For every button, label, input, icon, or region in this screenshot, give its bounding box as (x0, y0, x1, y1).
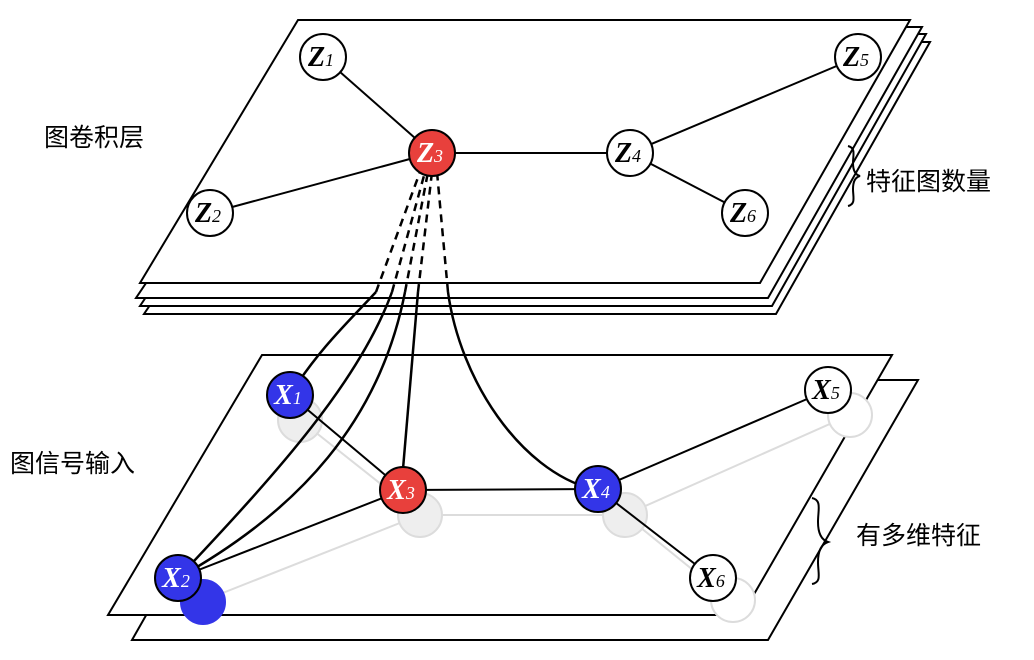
conv-layer-label: 图卷积层 (44, 123, 145, 152)
node-label: Z1 (307, 42, 334, 73)
node-subscript: 4 (632, 146, 641, 166)
link-x2-dash-b (403, 171, 430, 293)
top-node-z1: Z1 (299, 33, 347, 81)
node-letter: X (161, 563, 182, 594)
top-node-z5: Z5 (834, 33, 882, 81)
node-letter: X (273, 380, 294, 411)
top-edge-4-5 (629, 56, 859, 154)
node-letter: Z (842, 42, 860, 73)
node-letter: Z (307, 42, 325, 73)
top-edge-1-3 (322, 56, 433, 154)
node-circle (804, 366, 852, 414)
node-label: X5 (811, 375, 840, 406)
node-subscript: 5 (831, 383, 840, 403)
bottom-node-x4: X4 (574, 465, 622, 513)
node-circle (574, 465, 622, 513)
bottom-node-x5: X5 (804, 366, 852, 414)
node-subscript: 2 (212, 206, 221, 226)
top-node-z2: Z2 (186, 189, 234, 237)
node-subscript: 6 (716, 571, 725, 591)
bottom-edge-3-4 (402, 488, 599, 491)
node-label: Z2 (194, 198, 221, 229)
node-subscript: 1 (293, 388, 302, 408)
top-node-z4: Z4 (606, 129, 654, 177)
node-label: Z6 (729, 198, 756, 229)
node-subscript: 3 (433, 146, 443, 166)
input-feature-brace (811, 497, 832, 585)
bottom-edge-4-6 (597, 488, 714, 579)
feature-map-count-label: 特征图数量 (866, 167, 992, 196)
bottom-graph-edges (177, 389, 829, 579)
node-subscript: 3 (405, 483, 415, 503)
conv-plane-1 (138, 19, 912, 284)
node-label: X6 (696, 563, 725, 594)
conv-layer (134, 19, 932, 315)
multi-feature-label: 有多维特征 (856, 521, 982, 550)
node-letter: X (581, 474, 602, 505)
node-circle (408, 129, 456, 177)
node-label: X4 (581, 474, 610, 505)
node-circle (379, 466, 427, 514)
link-x2-solid-b (177, 291, 407, 580)
node-letter: Z (194, 198, 212, 229)
node-letter: X (811, 375, 832, 406)
top-node-z6: Z6 (721, 189, 769, 237)
node-letter: X (696, 563, 717, 594)
link-x3-solid (401, 291, 420, 470)
node-letter: Z (614, 138, 632, 169)
node-circle (299, 33, 347, 81)
node-circle (186, 189, 234, 237)
node-circle (606, 129, 654, 177)
link-x1-dash (374, 171, 422, 293)
node-circle (689, 554, 737, 602)
node-circle (834, 33, 882, 81)
node-subscript: 5 (860, 50, 869, 70)
node-label: X3 (386, 475, 415, 506)
node-label: Z4 (614, 138, 641, 169)
node-subscript: 1 (325, 50, 334, 70)
top-edge-2-3 (209, 152, 433, 214)
link-x4-solid (446, 291, 593, 491)
bottom-node-x6: X6 (689, 554, 737, 602)
link-x2-dash-a (390, 171, 427, 293)
node-circle (154, 554, 202, 602)
bottom-node-x2: X2 (154, 554, 202, 602)
link-x2-solid-a (177, 291, 394, 579)
graph-input-label: 图信号输入 (10, 449, 136, 478)
node-label: Z3 (416, 138, 443, 169)
node-subscript: 4 (601, 482, 610, 502)
feature-map-brace (847, 145, 861, 207)
bottom-edge-2-3 (177, 489, 404, 579)
input-layer (106, 354, 920, 641)
bottom-node-x3: X3 (379, 466, 427, 514)
node-subscript: 2 (181, 571, 190, 591)
node-circle (721, 189, 769, 237)
node-letter: Z (416, 138, 434, 169)
node-label: X2 (161, 563, 190, 594)
node-letter: X (386, 475, 407, 506)
link-x3-dash (416, 171, 434, 293)
node-letter: Z (729, 198, 747, 229)
node-circle (266, 371, 314, 419)
link-x4-dash (435, 171, 450, 293)
node-label: X1 (273, 380, 302, 411)
node-label: Z5 (842, 42, 869, 73)
bottom-edge-4-5 (597, 389, 829, 490)
node-subscript: 6 (747, 206, 756, 226)
bottom-node-x1: X1 (266, 371, 314, 419)
top-node-z3: Z3 (408, 129, 456, 177)
bottom-edge-1-3 (289, 394, 404, 491)
